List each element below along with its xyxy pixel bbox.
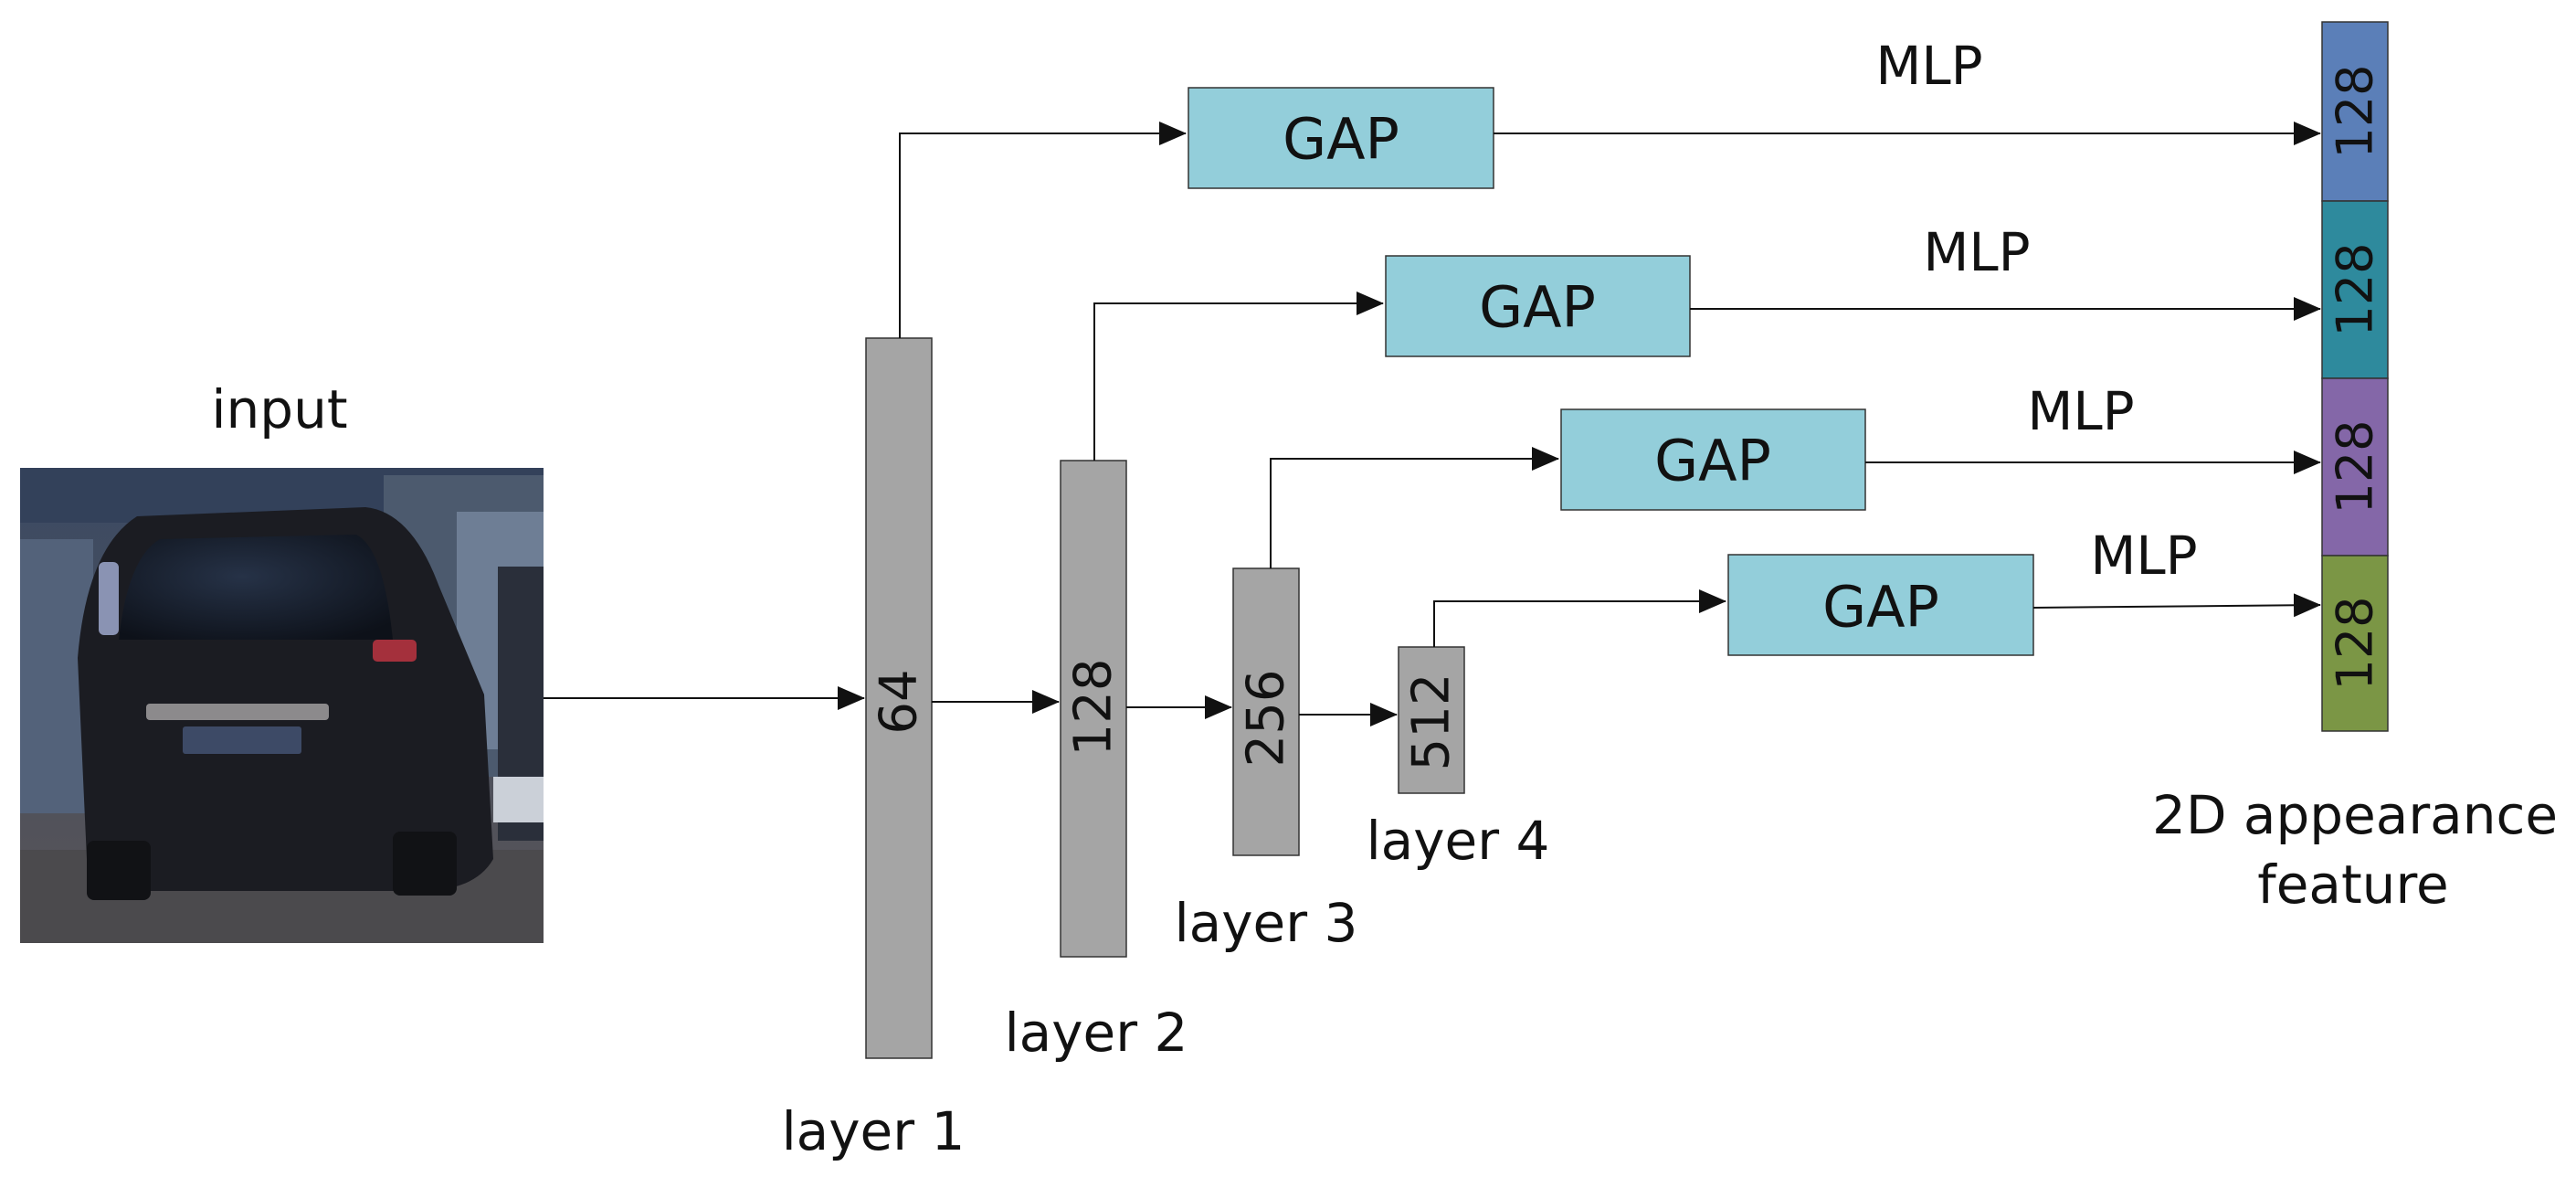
gap-label-3: GAP [1654, 428, 1771, 494]
layer4-channels: 512 [1402, 673, 1462, 771]
layer4-block [1398, 646, 1465, 794]
layer1-channels: 64 [870, 669, 929, 734]
branch3-connector [1270, 447, 1559, 568]
gap-label-2: GAP [1479, 274, 1596, 341]
branch1-connector [899, 122, 1187, 338]
feature-segment-1 [2321, 21, 2389, 202]
output-label-line1: 2D appearance [2152, 784, 2558, 846]
layer4-label: layer 4 [1367, 810, 1550, 872]
branch4-connector [1433, 589, 1726, 647]
output-label-line2: feature [2257, 854, 2448, 916]
input-image [20, 468, 544, 943]
gap-box-1 [1188, 87, 1494, 189]
layer2-label: layer 2 [1005, 1002, 1188, 1064]
gap-label-4: GAP [1822, 574, 1939, 641]
layer1-label: layer 1 [782, 1100, 966, 1162]
gap-box-3 [1560, 408, 1866, 511]
layer1-block [865, 337, 933, 1059]
feature-dim-2: 128 [2327, 242, 2384, 336]
input-label: input [211, 378, 347, 440]
layer3-block [1232, 567, 1300, 856]
mlp-label-2: MLP [1923, 221, 2030, 283]
mlp-label-4: MLP [2090, 525, 2197, 587]
mlp-label-3: MLP [2027, 380, 2134, 442]
layer3-channels: 256 [1237, 670, 1296, 768]
gap-box-4 [1727, 554, 2034, 656]
feature-dim-4: 128 [2327, 596, 2384, 690]
mlp-arrow-4 [2032, 593, 2321, 618]
mlp-label-1: MLP [1875, 35, 1982, 97]
branch2-connector [1093, 292, 1384, 461]
feature-segment-3 [2321, 377, 2389, 557]
layer2-block [1060, 460, 1127, 958]
feature-segment-4 [2321, 555, 2389, 732]
gap-box-2 [1385, 255, 1691, 357]
feature-dim-3: 128 [2327, 419, 2384, 514]
feature-segment-2 [2321, 200, 2389, 379]
layer2-channels: 128 [1064, 659, 1124, 757]
gap-label-1: GAP [1283, 106, 1399, 173]
layer3-label: layer 3 [1175, 892, 1358, 954]
feature-dim-1: 128 [2327, 64, 2384, 158]
